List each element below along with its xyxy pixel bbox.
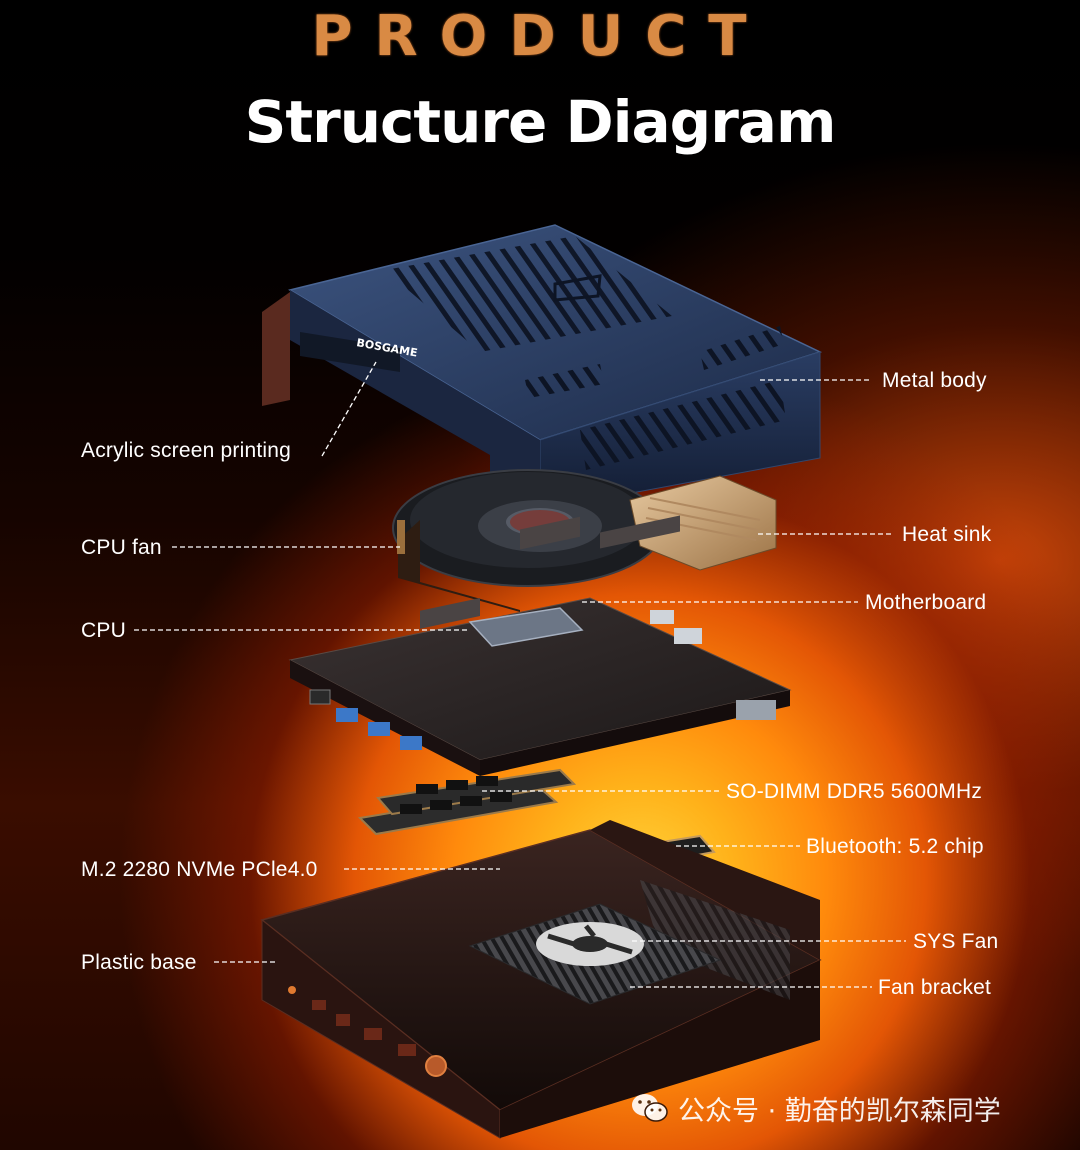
cpu-chip: [468, 607, 584, 647]
sodimm-part: [357, 768, 577, 836]
label-metal-body: Metal body: [882, 369, 987, 392]
label-cpu-fan: CPU fan: [81, 536, 162, 559]
metal-body-part: BOSGAME: [262, 224, 823, 511]
header-word: PRODUCT: [311, 4, 769, 69]
label-cpu: CPU: [81, 619, 126, 642]
label-motherboard: Motherboard: [865, 591, 987, 614]
leader-acrylic: [321, 361, 377, 457]
motherboard-part: [288, 515, 792, 776]
label-fan-bracket: Fan bracket: [878, 976, 992, 999]
label-sodimm: SO-DIMM DDR5 5600MHz: [726, 780, 983, 803]
page-title: Structure Diagram: [244, 88, 837, 156]
label-plastic-base: Plastic base: [81, 951, 197, 974]
sys-fan-part: [536, 922, 644, 966]
label-m2-ssd: M.2 2280 NVMe PCle4.0: [81, 858, 318, 881]
watermark: 公众号 · 勤奋的凯尔森同学: [630, 1088, 1070, 1128]
label-heat-sink: Heat sink: [902, 523, 992, 546]
wechat-icon: [632, 1094, 668, 1122]
heat-sink-part: [629, 475, 777, 571]
label-sys-fan: SYS Fan: [913, 930, 999, 953]
watermark-text: 公众号 · 勤奋的凯尔森同学: [678, 1095, 1001, 1127]
label-bluetooth: Bluetooth: 5.2 chip: [806, 835, 984, 858]
leader-lines: [134, 361, 906, 988]
label-acrylic-screen-printing: Acrylic screen printing: [81, 439, 292, 462]
